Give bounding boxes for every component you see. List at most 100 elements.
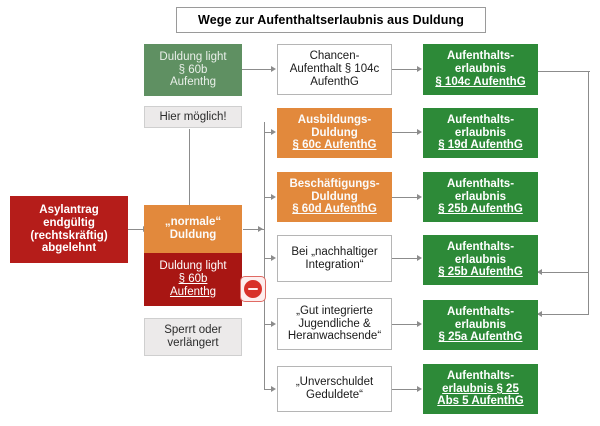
node-ae-19d[interactable]: Aufenthalts- erlaubnis § 19d AufenthG: [423, 108, 538, 158]
node-chancen-aufenthalt-line-3: AufenthG: [310, 75, 359, 88]
connector-trunk-ausbildung: [264, 132, 272, 134]
node-duldung-light-top-line-2: § 60b: [178, 63, 208, 76]
connector-duldunglight-chancen: [242, 69, 272, 71]
node-ausbildungs-duldung-line-1: Ausbildungs-: [297, 113, 372, 126]
node-beschaeftigungs-duldung-line-3: § 60d AufenthG: [292, 203, 377, 216]
node-chancen-aufenthalt-line-2: Aufenthalt § 104c: [289, 63, 380, 76]
connector-beschaeftigung-ae25b1: [392, 197, 418, 199]
node-ae-25b-second[interactable]: Aufenthalts- erlaubnis § 25b AufenthG: [423, 235, 538, 285]
connector-trunk-vertical: [264, 122, 266, 390]
arrowhead-trunk-ausbildung: [271, 128, 276, 135]
arrowhead-trunk-unverschuldet: [271, 385, 276, 392]
node-duldung-light-top[interactable]: Duldung light § 60b Aufenthg: [144, 44, 242, 96]
node-ae-25a-line-2: erlaubnis: [454, 318, 507, 331]
node-sperrt-verlaengert-line-1: Sperrt oder: [164, 324, 222, 337]
connector-ae104c-bus: [538, 71, 590, 73]
connector-trunk-nachhaltig: [264, 258, 272, 260]
connector-duldunglight-normale: [189, 129, 191, 205]
node-ae-104c-line-3: § 104c AufenthG: [435, 75, 526, 88]
node-duldung-light-top-line-3: Aufenthg: [169, 76, 217, 89]
node-sperrt-verlaengert-line-2: verlängert: [167, 337, 219, 349]
connector-trunk-unverschuldet: [264, 389, 272, 391]
node-unverschuldet-geduldete[interactable]: „Unverschuldet Geduldete“: [277, 366, 392, 412]
node-ae-25a-line-3: § 25a AufenthG: [438, 331, 523, 344]
node-ae-19d-line-1: Aufenthalts-: [446, 113, 515, 126]
arrowhead-gutintegriert-ae25a: [417, 320, 422, 327]
page-title: Wege zur Aufenthaltserlaubnis aus Duldun…: [176, 7, 486, 33]
arrowhead-trunk-gutintegriert: [271, 320, 276, 327]
node-ae-19d-line-3: § 19d AufenthG: [438, 139, 523, 152]
arrowhead-duldunglight-chancen: [271, 65, 276, 72]
connector-bus-vertical: [588, 71, 590, 315]
arrowhead-beschaeftigung-ae25b1: [417, 193, 422, 200]
no-entry-icon-bar: [248, 287, 258, 291]
node-hier-moeglich-line-1: Hier möglich!: [159, 110, 227, 123]
node-sperrt-verlaengert[interactable]: Sperrt oder verlängert: [144, 318, 242, 356]
node-ae-25b-first[interactable]: Aufenthalts- erlaubnis § 25b AufenthG: [423, 172, 538, 222]
connector-normale-trunk: [243, 229, 264, 231]
arrowhead-unverschuldet-ae25abs5: [417, 385, 422, 392]
node-nachhaltige-integration[interactable]: Bei „nachhaltiger Integration“: [277, 235, 392, 282]
arrowhead-nachhaltig-ae25b2: [417, 254, 422, 261]
node-ae-25b-second-line-1: Aufenthalts-: [446, 240, 515, 253]
node-ae-25-abs5-line-3: Abs 5 AufenthG: [437, 395, 524, 408]
node-ae-104c[interactable]: Aufenthalts- erlaubnis § 104c AufenthG: [423, 44, 538, 95]
node-gut-integrierte-line-3: Heranwachsende“: [287, 330, 382, 343]
node-ae-25-abs5-line-2: erlaubnis § 25: [442, 382, 519, 395]
node-ausbildungs-duldung-line-2: Duldung: [311, 126, 358, 139]
node-asylantrag[interactable]: Asylantrag endgültig (rechtskräftig) abg…: [10, 196, 128, 263]
no-entry-icon-circle: [244, 280, 262, 298]
arrowhead-bus-ae25a: [537, 310, 542, 317]
node-ae-104c-line-2: erlaubnis: [454, 63, 507, 76]
node-duldung-light-mid[interactable]: Duldung light § 60b Aufenthg: [144, 253, 242, 306]
node-asylantrag-line-3: (rechtskräftig): [30, 229, 108, 242]
node-ae-25b-second-line-2: erlaubnis: [454, 253, 507, 266]
node-ae-25b-first-line-3: § 25b AufenthG: [438, 203, 523, 216]
connector-bus-ae25a: [538, 314, 589, 316]
connector-unverschuldet-ae25abs5: [392, 389, 418, 391]
node-duldung-light-mid-line-2: § 60b: [178, 273, 208, 286]
connector-asylantrag-duldung: [128, 229, 144, 231]
node-unverschuldet-geduldete-line-1: „Unverschuldet: [295, 376, 374, 389]
no-entry-icon: [240, 276, 266, 302]
node-ausbildungs-duldung[interactable]: Ausbildungs- Duldung § 60c AufenthG: [277, 108, 392, 158]
node-chancen-aufenthalt[interactable]: Chancen- Aufenthalt § 104c AufenthG: [277, 44, 392, 95]
arrowhead-bus-ae25b2: [537, 268, 542, 275]
connector-gutintegriert-ae25a: [392, 324, 418, 326]
node-hier-moeglich[interactable]: Hier möglich!: [144, 106, 242, 128]
node-gut-integrierte-line-2: Jugendliche &: [298, 317, 371, 330]
node-ae-25b-first-line-1: Aufenthalts-: [446, 177, 515, 190]
node-unverschuldet-geduldete-line-2: Geduldete“: [306, 389, 363, 401]
arrowhead-normale-trunk: [258, 225, 263, 232]
node-ausbildungs-duldung-line-3: § 60c AufenthG: [292, 139, 377, 152]
node-nachhaltige-integration-line-2: Integration“: [305, 258, 364, 271]
arrowhead-trunk-nachhaltig: [271, 254, 276, 261]
node-ae-25a-line-1: Aufenthalts-: [446, 305, 515, 318]
node-nachhaltige-integration-line-1: Bei „nachhaltiger: [291, 245, 378, 258]
arrowhead-trunk-beschaeftigung: [271, 193, 276, 200]
node-duldung-light-mid-line-3: Aufenthg: [169, 285, 217, 298]
node-ae-25b-first-line-2: erlaubnis: [454, 190, 507, 203]
node-duldung-light-top-line-1: Duldung light: [159, 50, 227, 63]
node-chancen-aufenthalt-line-1: Chancen-: [309, 50, 360, 63]
arrowhead-chancen-ae104c: [417, 65, 422, 72]
connector-chancen-ae104c: [392, 69, 418, 71]
node-gut-integrierte[interactable]: „Gut integrierte Jugendliche & Heranwach…: [277, 298, 392, 350]
node-normale-duldung[interactable]: „normale“ Duldung: [144, 205, 242, 253]
node-asylantrag-line-2: endgültig: [43, 216, 95, 229]
connector-nachhaltig-ae25b2: [392, 258, 418, 260]
node-ae-25-abs5-line-1: Aufenthalts-: [446, 369, 515, 382]
node-ae-104c-line-1: Aufenthalts-: [446, 50, 515, 63]
node-duldung-light-mid-line-1: Duldung light: [159, 260, 227, 273]
node-ae-25b-second-line-3: § 25b AufenthG: [438, 266, 523, 279]
page-title-text: Wege zur Aufenthaltserlaubnis aus Duldun…: [198, 13, 464, 27]
node-ae-25-abs5[interactable]: Aufenthalts- erlaubnis § 25 Abs 5 Aufent…: [423, 364, 538, 414]
node-beschaeftigungs-duldung-line-2: Duldung: [311, 190, 358, 203]
node-ae-25a[interactable]: Aufenthalts- erlaubnis § 25a AufenthG: [423, 300, 538, 350]
node-ae-19d-line-2: erlaubnis: [454, 126, 507, 139]
node-asylantrag-line-4: abgelehnt: [41, 242, 97, 255]
node-normale-duldung-line-1: „normale“: [164, 216, 222, 229]
node-beschaeftigungs-duldung[interactable]: Beschäftigungs- Duldung § 60d AufenthG: [277, 172, 392, 222]
connector-bus-ae25b2: [538, 272, 589, 274]
